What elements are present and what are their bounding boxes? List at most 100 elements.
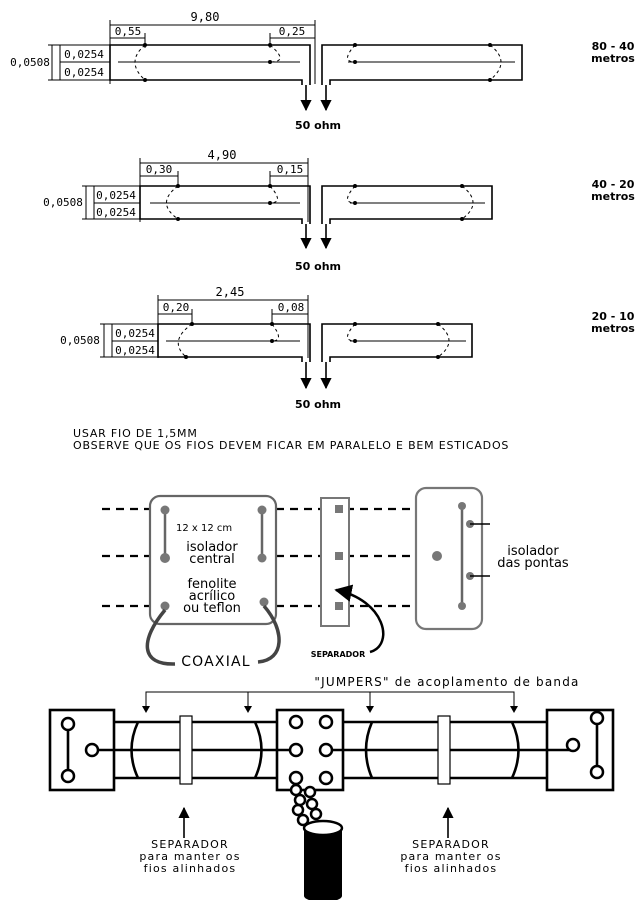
jumper-wire xyxy=(364,721,374,779)
left-dipole-outline xyxy=(109,44,311,85)
separator-note: para manter os xyxy=(400,850,501,863)
separator-label: SEPARADOR xyxy=(412,838,490,851)
terminal-ring xyxy=(318,770,334,786)
right-gap-label: 0,25 xyxy=(279,25,306,38)
right-jumper xyxy=(489,44,502,81)
separator-label: SEPARADOR xyxy=(151,838,229,851)
separator-note: para manter os xyxy=(139,850,240,863)
left-jumper xyxy=(347,323,356,342)
left-jumper xyxy=(166,185,179,220)
separator-bar xyxy=(179,715,193,785)
band-label: 40 - 20 xyxy=(592,178,635,191)
terminal-ring xyxy=(288,714,304,730)
total-length-label: 2,45 xyxy=(216,285,245,299)
central-insulator-label: central xyxy=(189,552,234,567)
half-width-label: 0,0254 xyxy=(96,206,136,219)
terminal-ring xyxy=(60,768,76,784)
dipole-diagram-80-40: 9,80 0,55 0,25 0,0508 0,0254 0,0254 50 o… xyxy=(10,10,635,132)
jumper-wire xyxy=(130,721,140,779)
left-jumper xyxy=(134,44,146,81)
separator-note: fios alinhados xyxy=(405,862,498,875)
terminal-dot xyxy=(259,597,269,607)
terminal-ring xyxy=(565,737,581,753)
terminal-dot xyxy=(432,551,442,561)
coax-connector-bottom xyxy=(304,890,342,900)
half-width-label: 0,0254 xyxy=(115,327,155,340)
separator-hole xyxy=(335,602,343,610)
terminal-ring xyxy=(318,714,334,730)
insulator-detail: 12 x 12 cm isolador central fenolite acr… xyxy=(102,486,569,670)
terminal-ring xyxy=(589,710,605,726)
feed-impedance-label: 50 ohm xyxy=(295,119,341,132)
separator-pointer-arrow xyxy=(334,584,385,654)
right-gap-label: 0,15 xyxy=(277,163,304,176)
terminal-ring xyxy=(589,764,605,780)
separator-hole xyxy=(335,505,343,513)
left-jumper xyxy=(347,44,356,63)
total-length-label: 9,80 xyxy=(191,10,220,24)
total-width-label: 0,0508 xyxy=(10,56,50,69)
left-dipole-outline xyxy=(157,323,311,362)
right-jumper xyxy=(271,323,279,342)
parallel-note: OBSERVE QUE OS FIOS DEVEM FICAR EM PARAL… xyxy=(73,439,509,452)
terminal-ring xyxy=(288,770,304,786)
insulator-size-label: 12 x 12 cm xyxy=(176,523,232,534)
band-label: 20 - 10 xyxy=(592,310,635,323)
coax-cable xyxy=(257,604,281,664)
terminal-ring xyxy=(84,742,100,758)
total-length-label: 4,90 xyxy=(208,148,237,162)
right-dipole-outline xyxy=(321,185,493,224)
jumper-wire xyxy=(510,721,520,779)
dipole-diagram-20-10: 2,45 0,20 0,08 0,0508 0,0254 0,0254 50 o… xyxy=(60,285,635,411)
dipole-diagram-40-20: 4,90 0,30 0,15 0,0508 0,0254 0,0254 50 o… xyxy=(43,148,635,273)
right-jumper xyxy=(269,44,281,63)
terminal-dot xyxy=(160,553,170,563)
material-label: ou teflon xyxy=(183,601,241,616)
coax-label: COAXIAL xyxy=(181,654,251,670)
left-gap-label: 0,20 xyxy=(163,301,190,314)
bracket-arrowhead xyxy=(366,706,374,713)
left-gap-label: 0,30 xyxy=(146,163,173,176)
separator-hole xyxy=(335,552,343,560)
terminal-ring xyxy=(288,742,304,758)
terminal-dot xyxy=(257,505,267,515)
total-width-label: 0,0508 xyxy=(60,334,100,347)
end-insulator-label: isolador xyxy=(507,544,559,559)
jumpers-label: "JUMPERS" de acoplamento de banda xyxy=(314,675,579,689)
right-dipole-outline xyxy=(321,44,523,85)
right-jumper xyxy=(437,323,450,358)
left-jumper xyxy=(177,323,193,358)
coax-connector-top xyxy=(302,819,344,837)
bracket-arrowhead xyxy=(142,706,150,713)
bracket-arrowhead xyxy=(510,706,518,713)
terminal-dot xyxy=(257,553,267,563)
coax-connector xyxy=(304,828,342,896)
central-insulator xyxy=(148,494,278,626)
total-width-label: 0,0508 xyxy=(43,196,83,209)
half-width-label: 0,0254 xyxy=(64,48,104,61)
terminal-dot xyxy=(160,505,170,515)
half-width-label: 0,0254 xyxy=(64,66,104,79)
band-label: 80 - 40 xyxy=(592,40,635,53)
right-jumper xyxy=(461,185,474,220)
material-label: fenolite xyxy=(187,577,236,592)
half-width-label: 0,0254 xyxy=(115,344,155,357)
central-insulator-label: isolador xyxy=(186,540,238,555)
end-insulator xyxy=(414,486,484,631)
band-unit-label: metros xyxy=(591,322,635,335)
left-dipole-outline xyxy=(139,185,311,224)
jumper-bracket xyxy=(145,691,515,707)
terminal-dot xyxy=(160,601,170,611)
terminal-ring xyxy=(60,716,76,732)
left-jumper xyxy=(347,185,356,204)
notes: USAR FIO DE 1,5MM OBSERVE QUE OS FIOS DE… xyxy=(73,427,509,452)
band-unit-label: metros xyxy=(591,190,635,203)
terminal-dot xyxy=(458,502,466,510)
bracket-arrowhead xyxy=(244,706,252,713)
feed-impedance-label: 50 ohm xyxy=(295,398,341,411)
wire-note: USAR FIO DE 1,5MM xyxy=(73,427,198,440)
feed-impedance-label: 50 ohm xyxy=(295,260,341,273)
coax-cable xyxy=(145,608,176,666)
coax-braid xyxy=(289,783,323,827)
